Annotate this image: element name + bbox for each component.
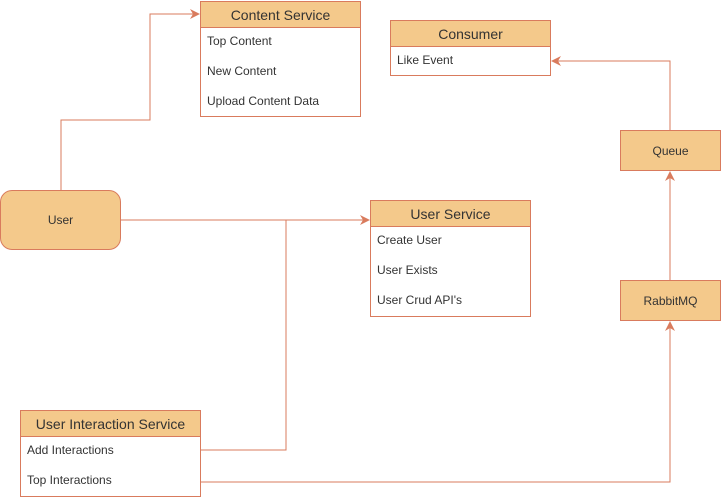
- rabbitmq-node-label: RabbitMQ: [643, 293, 698, 308]
- queue-node: Queue: [620, 130, 721, 171]
- user-service-item: User Exists: [377, 263, 438, 277]
- user-interaction-service-title: User Interaction Service: [21, 411, 200, 437]
- queue-node-label: Queue: [652, 143, 689, 158]
- content-service-title: Content Service: [201, 2, 360, 28]
- edge-interaction-to-user-service: [201, 220, 287, 451]
- rabbitmq-node: RabbitMQ: [620, 280, 721, 321]
- edge-queue-to-consumer: [551, 56, 671, 130]
- content-service-item: New Content: [207, 64, 277, 78]
- user-service-item: User Crud API's: [377, 293, 462, 307]
- edge-user-to-content-service: [60, 9, 200, 190]
- user-interaction-service-item: Add Interactions: [27, 443, 114, 457]
- content-service-box: Content Service Top Content New Content …: [200, 1, 361, 117]
- user-service-title: User Service: [371, 201, 530, 227]
- user-node-label: User: [47, 213, 74, 227]
- content-service-item: Upload Content Data: [207, 94, 320, 108]
- content-service-item: Top Content: [207, 34, 272, 48]
- user-interaction-service-item: Top Interactions: [27, 473, 112, 487]
- consumer-box: Consumer Like Event: [390, 20, 551, 76]
- consumer-item: Like Event: [397, 53, 454, 67]
- user-node: User: [0, 190, 121, 250]
- edge-interaction-to-rabbitmq: [201, 321, 675, 483]
- user-service-item: Create User: [377, 233, 442, 247]
- user-service-box: User Service Create User User Exists Use…: [370, 200, 531, 317]
- consumer-title: Consumer: [391, 21, 550, 47]
- user-interaction-service-box: User Interaction Service Add Interaction…: [20, 410, 201, 497]
